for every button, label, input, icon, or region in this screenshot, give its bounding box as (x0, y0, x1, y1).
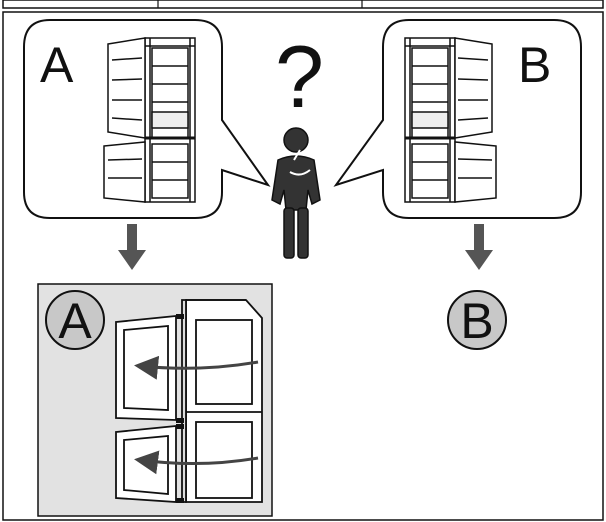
thinking-person-icon (271, 127, 321, 259)
hinge-markers (176, 314, 184, 503)
question-mark: ? (275, 27, 324, 126)
badge-a: A (45, 290, 105, 350)
speech-bubble-b: B (333, 19, 582, 219)
move-arrow-upper (134, 355, 259, 380)
fridge-a-illustration (103, 37, 196, 203)
option-a-label: A (40, 37, 74, 93)
result-panel-a: A (37, 283, 273, 517)
down-arrow-b (465, 224, 493, 270)
option-b-label: B (518, 37, 551, 93)
down-arrow-a (118, 224, 146, 270)
fridge-b-illustration (404, 37, 497, 203)
badge-b: B (447, 290, 507, 350)
speech-bubble-a: A (23, 19, 271, 219)
top-table-strip (2, 0, 604, 9)
move-arrow-lower (134, 450, 259, 475)
badge-b-label: B (460, 293, 493, 349)
fridge-cabinet (181, 299, 263, 503)
badge-a-label: A (58, 293, 92, 349)
